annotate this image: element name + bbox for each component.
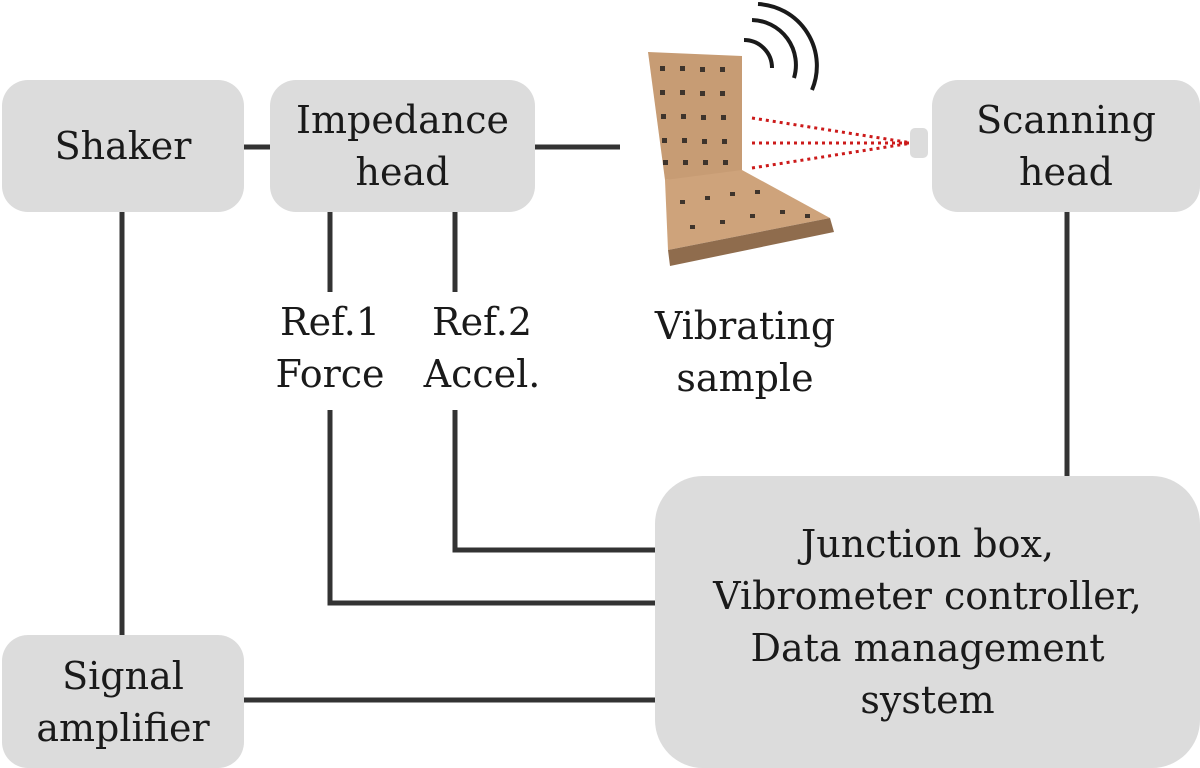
junction-box: Junction box, Vibrometer controller, Dat… — [655, 476, 1200, 768]
scanning-head-label-line2: head — [1019, 150, 1113, 194]
sample-label-line1: Vibrating — [654, 304, 836, 348]
panel-back — [648, 52, 742, 180]
impedance-head-label-line2: head — [355, 150, 450, 194]
ref2-lower-wire — [452, 410, 655, 553]
ref2-accel-label: Ref.2 Accel. — [392, 296, 572, 400]
connection-lines — [119, 144, 1070, 703]
vibration-waves — [743, 2, 819, 91]
panel-base-top — [665, 170, 830, 250]
laser-aperture — [910, 128, 928, 158]
vibrating-sample-image — [648, 52, 834, 266]
shaker-box: Shaker — [2, 80, 244, 212]
panel-markers — [660, 66, 810, 229]
shaker-label: Shaker — [54, 124, 192, 168]
junction-box-label-line4: system — [860, 678, 995, 722]
scanning-head-label-line1: Scanning — [976, 98, 1156, 142]
junction-box-label-line3: Data management — [750, 626, 1105, 670]
ref1-force-label: Ref.1 Force — [240, 296, 420, 400]
junction-box-label-line1: Junction box, — [800, 522, 1055, 566]
scanning-head-box: Scanning head — [932, 80, 1200, 212]
ref1-lower-wire — [327, 410, 655, 606]
ref2-label-line2: Accel. — [423, 352, 541, 396]
sample-label-line2: sample — [676, 356, 814, 400]
vibrating-sample-label: Vibrating sample — [625, 300, 865, 404]
ref1-label-line2: Force — [275, 352, 385, 396]
signal-amplifier-box: Signal amplifier — [2, 635, 244, 768]
ref1-label-line1: Ref.1 — [279, 300, 381, 344]
panel-base-front — [668, 218, 834, 266]
laser-beams — [751, 116, 913, 170]
signal-amplifier-label-line2: amplifier — [36, 705, 210, 750]
impedance-head-box: Impedance head — [270, 80, 535, 212]
impedance-head-label-line1: Impedance — [295, 98, 510, 142]
junction-box-label-line2: Vibrometer controller, — [713, 574, 1142, 618]
ref2-label-line1: Ref.2 — [431, 300, 533, 344]
signal-amplifier-label-line1: Signal — [62, 653, 184, 698]
